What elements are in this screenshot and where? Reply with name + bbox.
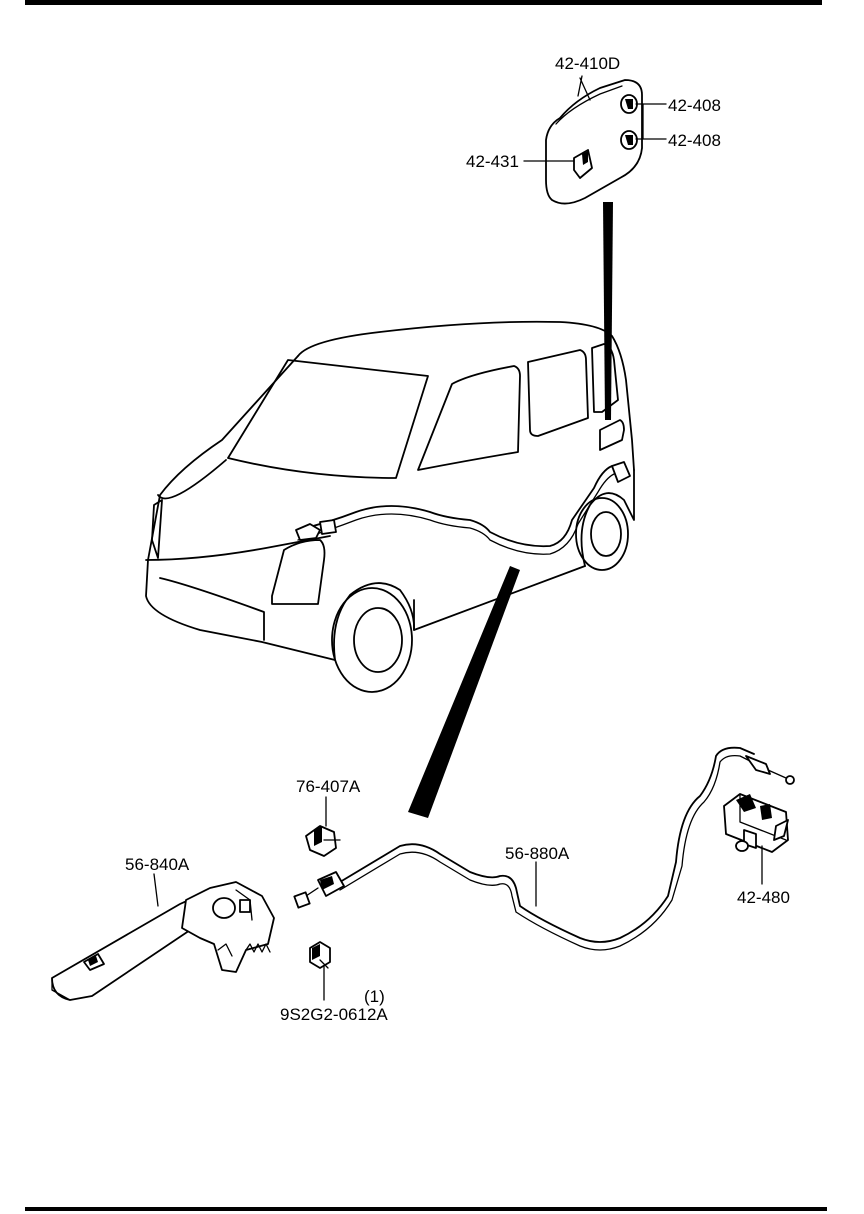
vehicle-cable-route (295, 461, 631, 555)
fuel-lid-part (545, 77, 643, 205)
callout-opener-cable: 56-880A (505, 844, 570, 863)
callout-cable-clip: 76-407A (296, 777, 361, 796)
leader-opener-lever (153, 873, 159, 907)
vehicle-outline (145, 320, 635, 693)
cable-location-arrow (408, 566, 520, 818)
lid-location-arrow (603, 202, 613, 420)
callout-bolt: 9S2G2-0612A (280, 1005, 388, 1024)
callout-bolt-qty: (1) (364, 987, 385, 1006)
leader-fuel-lid (577, 75, 583, 97)
callout-bumper-bottom: 42-408 (668, 131, 721, 150)
callout-opener-lever: 56-840A (125, 855, 190, 874)
opener-lever-part (51, 881, 275, 1001)
callout-fuel-lid: 42-410D (555, 54, 620, 73)
callout-lock-actuator: 42-480 (737, 888, 790, 907)
bumper-bottom-part (620, 130, 638, 150)
bolt-part (309, 941, 331, 969)
opener-cable-part (293, 746, 795, 951)
cable-clip-part (305, 825, 341, 857)
lock-actuator-part (723, 793, 789, 853)
callout-lid-spring: 42-431 (466, 152, 519, 171)
top-border-rule (25, 0, 822, 5)
bumper-top-part (620, 94, 638, 114)
lid-spring-part (573, 149, 593, 179)
bottom-border-rule (25, 1207, 827, 1211)
callout-bumper-top: 42-408 (668, 96, 721, 115)
